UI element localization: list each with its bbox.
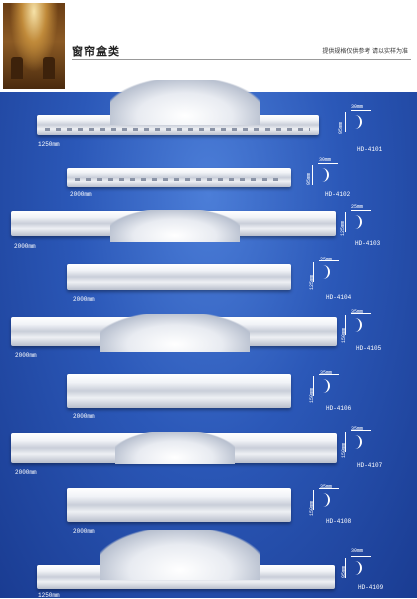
profile-width: 35mm bbox=[351, 426, 364, 432]
profile-width: 30mm bbox=[351, 548, 364, 554]
profile-height: 95mm bbox=[306, 172, 312, 185]
molding-hd-4104 bbox=[67, 264, 291, 290]
profile-height: 150mm bbox=[309, 387, 315, 403]
length-label: 1250mm bbox=[38, 592, 60, 599]
profile-diagram bbox=[313, 260, 341, 290]
profile-diagram bbox=[313, 374, 341, 404]
molding-hd-4106 bbox=[67, 374, 291, 408]
section-title: 窗帘盒类 bbox=[72, 46, 120, 58]
chair-shape bbox=[11, 57, 23, 79]
profile-diagram bbox=[312, 163, 340, 193]
profile-width: 35mm bbox=[320, 484, 333, 490]
molding-hd-4108 bbox=[67, 488, 291, 522]
product-code: HD-4107 bbox=[357, 462, 383, 469]
length-label: 2000mm bbox=[73, 296, 95, 303]
catalog-header: 窗帘盒类 提供规格仅供参考 请以实样为准 bbox=[0, 0, 417, 92]
room-photo bbox=[3, 3, 65, 89]
crest-ornament bbox=[100, 530, 260, 580]
crest-ornament bbox=[110, 80, 260, 125]
molding-hd-4102 bbox=[67, 168, 291, 187]
profile-width: 25mm bbox=[320, 257, 333, 263]
product-code: HD-4108 bbox=[326, 518, 352, 525]
profile-diagram bbox=[345, 430, 373, 460]
profile-height: 125mm bbox=[309, 274, 315, 290]
length-label: 2000mm bbox=[14, 243, 36, 250]
product-code: HD-4109 bbox=[358, 584, 384, 591]
product-code: HD-4102 bbox=[325, 191, 351, 198]
flower-ornament bbox=[110, 210, 240, 242]
profile-height: 150mm bbox=[341, 327, 347, 343]
profile-height: 95mm bbox=[338, 121, 344, 134]
product-code: HD-4104 bbox=[326, 294, 352, 301]
header-divider bbox=[72, 59, 411, 60]
profile-diagram bbox=[345, 313, 373, 343]
flower-ornament bbox=[100, 314, 250, 352]
product-code: HD-4105 bbox=[356, 345, 382, 352]
length-label: 1250mm bbox=[38, 141, 60, 148]
product-code: HD-4101 bbox=[357, 146, 383, 153]
product-code: HD-4106 bbox=[326, 405, 352, 412]
profile-diagram bbox=[313, 488, 341, 518]
product-code: HD-4103 bbox=[355, 240, 381, 247]
bead-pattern bbox=[45, 128, 310, 131]
bead-pattern bbox=[75, 178, 283, 181]
chair-shape bbox=[43, 57, 55, 79]
profile-width: 30mm bbox=[351, 104, 364, 110]
profile-height: 150mm bbox=[309, 500, 315, 516]
length-label: 2000mm bbox=[73, 528, 95, 535]
disclaimer-note: 提供规格仅供参考 请以实样为准 bbox=[322, 49, 408, 55]
length-label: 2000mm bbox=[70, 191, 92, 198]
profile-height: 125mm bbox=[340, 220, 346, 236]
profile-width: 25mm bbox=[351, 204, 364, 210]
length-label: 2000mm bbox=[15, 469, 37, 476]
profile-width: 35mm bbox=[320, 370, 333, 376]
profile-width: 35mm bbox=[351, 309, 364, 315]
profile-diagram bbox=[345, 556, 373, 586]
profile-height: 150mm bbox=[341, 442, 347, 458]
profile-height: 95mm bbox=[341, 565, 347, 578]
length-label: 2000mm bbox=[15, 352, 37, 359]
profile-width: 30mm bbox=[319, 157, 332, 163]
profile-diagram bbox=[345, 110, 373, 140]
length-label: 2000mm bbox=[73, 413, 95, 420]
profile-diagram bbox=[345, 210, 373, 240]
shell-ornament bbox=[115, 432, 235, 464]
